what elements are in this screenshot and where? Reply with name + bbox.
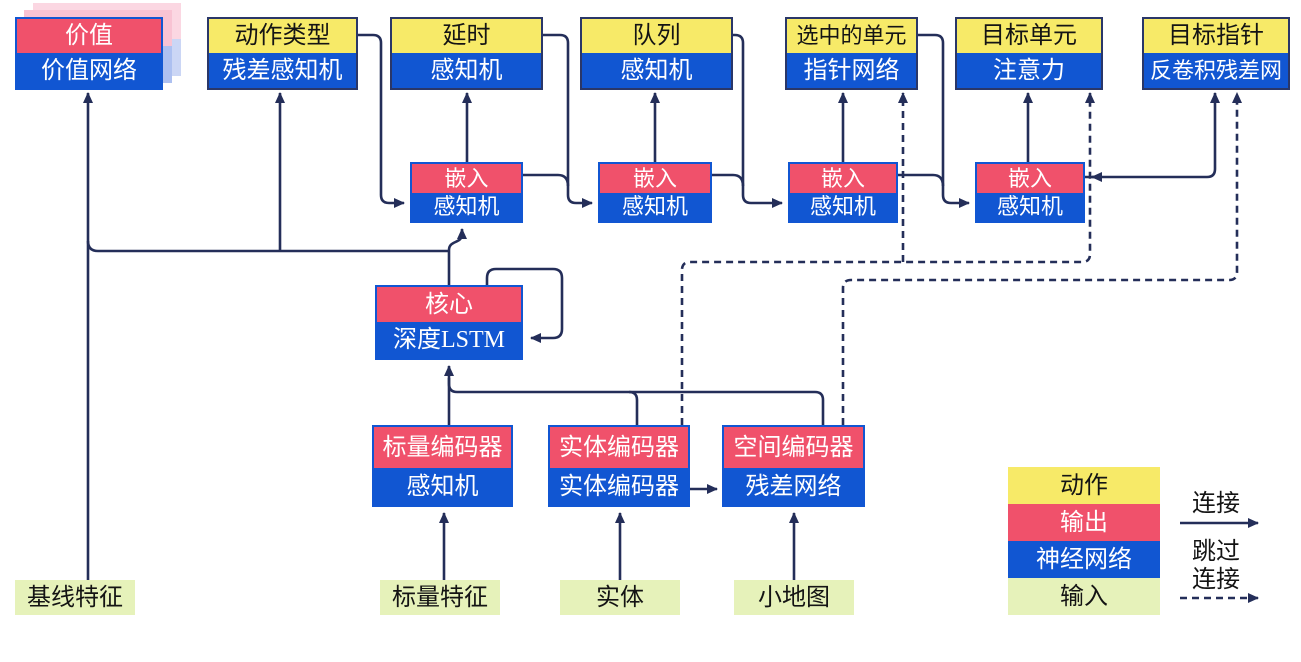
node-entity-encoder: 实体编码器 实体编码器: [548, 425, 690, 507]
node-embed-4: 嵌入 感知机: [975, 162, 1085, 223]
spatial-encoder-label: 空间编码器: [724, 427, 863, 468]
action-type-network-label: 残差感知机: [209, 53, 356, 88]
node-embed-3: 嵌入 感知机: [788, 162, 898, 223]
edge-core-to-value: [86, 240, 449, 253]
entity-encoder-network-label: 实体编码器: [550, 468, 688, 505]
node-queue: 队列 感知机: [580, 17, 733, 90]
edge-embed3-to-embed4: [898, 173, 945, 187]
dashed-skip-connections: [680, 92, 1259, 603]
edge-actiontype-to-embed1: [358, 33, 405, 208]
edge-queue-to-embed3: [733, 33, 783, 208]
legend-input-label: 输入: [1008, 578, 1160, 615]
entity-encoder-label: 实体编码器: [550, 427, 688, 468]
node-value: 价值 价值网络: [15, 17, 163, 90]
scalar-encoder-network-label: 感知机: [374, 468, 511, 505]
target-pointer-label: 目标指针: [1144, 19, 1288, 53]
queue-network-label: 感知机: [582, 53, 731, 88]
legend-network-label: 神经网络: [1008, 541, 1160, 578]
edge-selectedunits-to-embed4: [918, 33, 970, 208]
value-output-label: 价值: [17, 19, 161, 53]
solid-connections: [83, 33, 1259, 580]
legend-color-key: 动作 输出 神经网络 输入: [1008, 467, 1160, 615]
skip-entityencoder-to-targetunit: [680, 92, 1095, 425]
legend-skip-label-line2: 连接: [1192, 567, 1240, 593]
node-entities: 实体: [560, 580, 680, 615]
scalar-features-label: 标量特征: [380, 580, 500, 615]
node-action-type: 动作类型 残差感知机: [207, 17, 358, 90]
legend-output-label: 输出: [1008, 504, 1160, 541]
node-core: 核心 深度LSTM: [375, 285, 523, 360]
baseline-features-label: 基线特征: [15, 580, 135, 615]
node-scalar-encoder: 标量编码器 感知机: [372, 425, 513, 507]
embed-4-network-label: 感知机: [977, 193, 1083, 221]
edge-embed4-to-targetpointer: [1085, 92, 1220, 179]
embed-2-network-label: 感知机: [600, 193, 710, 221]
skip-spatialencoder-to-targetpointer: [841, 92, 1242, 425]
edge-delay-to-embed2: [543, 33, 593, 208]
delay-network-label: 感知机: [392, 53, 541, 88]
legend-skip-label-line1: 跳过: [1192, 539, 1240, 565]
node-spatial-encoder: 空间编码器 残差网络: [722, 425, 865, 507]
node-target-unit: 目标单元 注意力: [955, 17, 1103, 90]
embed-3-label: 嵌入: [790, 164, 896, 193]
target-unit-label: 目标单元: [957, 19, 1101, 53]
selected-units-network-label: 指针网络: [787, 53, 916, 88]
legend-action-label: 动作: [1008, 467, 1160, 504]
queue-label: 队列: [582, 19, 731, 53]
edge-embed2-to-embed3: [712, 173, 745, 187]
spatial-encoder-network-label: 残差网络: [724, 468, 863, 505]
edge-entityencoder-to-core: [628, 390, 639, 425]
edge-embed1-to-embed2: [523, 173, 570, 187]
node-scalar-features: 标量特征: [380, 580, 500, 615]
edge-core-to-embed1: [447, 228, 467, 285]
embed-1-label: 嵌入: [412, 164, 521, 193]
scalar-encoder-label: 标量编码器: [374, 427, 511, 468]
embed-2-label: 嵌入: [600, 164, 710, 193]
node-minimap: 小地图: [734, 580, 854, 615]
node-target-pointer: 目标指针 反卷积残差网: [1142, 17, 1290, 90]
node-selected-units: 选中的单元 指针网络: [785, 17, 918, 90]
embed-1-network-label: 感知机: [412, 193, 521, 221]
embed-3-network-label: 感知机: [790, 193, 896, 221]
core-network-label: 深度LSTM: [377, 322, 521, 358]
core-label: 核心: [377, 287, 521, 322]
action-type-label: 动作类型: [209, 19, 356, 53]
target-unit-network-label: 注意力: [957, 53, 1101, 88]
embed-4-label: 嵌入: [977, 164, 1083, 193]
node-delay: 延时 感知机: [390, 17, 543, 90]
legend-connection-label: 连接: [1192, 491, 1240, 517]
edge-core-self-loop: [485, 267, 564, 343]
selected-units-label: 选中的单元: [787, 19, 916, 53]
entities-label: 实体: [560, 580, 680, 615]
minimap-label: 小地图: [734, 580, 854, 615]
value-network-label: 价值网络: [17, 53, 161, 88]
delay-label: 延时: [392, 19, 541, 53]
node-baseline-features: 基线特征: [15, 580, 135, 615]
node-embed-1: 嵌入 感知机: [410, 162, 523, 223]
node-embed-2: 嵌入 感知机: [598, 162, 712, 223]
target-pointer-network-label: 反卷积残差网: [1144, 53, 1288, 88]
